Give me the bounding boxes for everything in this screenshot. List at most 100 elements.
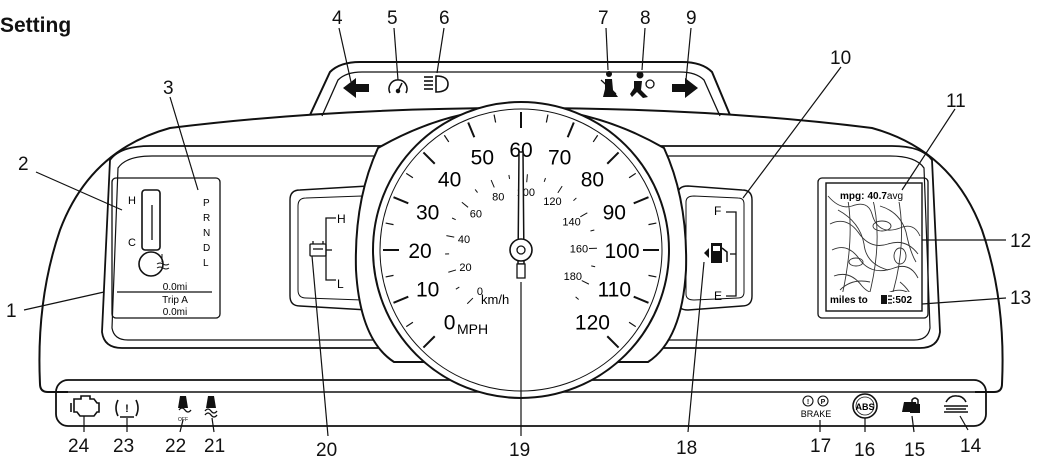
traction-control-off-icon: OFF [178,396,192,423]
gear-l: L [203,258,209,269]
mph-tick-label: 0 [444,311,456,334]
brake-warning-icon: ! P BRAKE [801,395,832,419]
kmh-tick [580,212,588,218]
mph-tick-label: 120 [575,311,610,334]
kmh-tick [557,185,563,194]
kmh-tick [490,179,495,188]
mph-tick-label: 30 [416,201,439,224]
range-banner [828,292,920,306]
security-lock-icon [902,397,920,413]
callout-9: 9 [686,8,697,29]
mph-tick [648,274,657,278]
leader-lines [23,27,1007,437]
mph-tick-label: 50 [471,147,494,170]
kmh-tick-label: 20 [459,262,471,274]
callout-3: 3 [163,78,174,99]
kmh-tick [591,265,596,268]
kmh-tick [590,229,595,232]
needle-hub-center [516,245,526,255]
fuel-empty-label: E [714,289,722,303]
kmh-tick-label: 120 [543,196,561,208]
kmh-tick [451,217,456,221]
gear-d: D [203,243,210,254]
range-value: :502 [892,295,912,306]
mph-tick [393,196,409,205]
mph-tick [628,321,637,328]
battery-high-label: H [337,212,346,226]
svg-text:!: ! [807,399,809,406]
kmh-tick-label: 40 [458,234,470,246]
range-label: miles to [830,295,868,306]
mph-unit-label: MPH [457,321,488,337]
gauge-panel-frame-inner [111,155,931,341]
callout-14: 14 [960,436,982,457]
top-telltale-pod [309,61,731,116]
mph-tick [467,122,476,138]
callout-24: 24 [68,436,90,457]
kmh-tick [508,174,511,179]
callout-22: 22 [165,436,186,457]
callout-8: 8 [640,8,651,29]
mph-tick-label: 80 [581,169,604,192]
vehicle-stability-icon [944,395,968,413]
callout-13: 13 [1010,288,1031,309]
kmh-tick-label: 140 [562,217,580,229]
map-artwork [827,189,921,303]
brake-label: BRAKE [801,409,832,419]
temp-low-label: C [128,237,136,249]
mph-tick [628,172,637,179]
kmh-tick [581,280,590,285]
temp-gauge-bar [141,189,161,251]
kmh-tick [474,189,478,193]
right-display [817,177,929,319]
mph-tick-label: 70 [548,147,571,170]
mph-tick [385,274,394,278]
message-center-screen [825,182,923,312]
mph-tick-label: 60 [509,139,532,162]
callout-11: 11 [946,91,966,112]
kmh-unit-label: km/h [481,292,509,307]
mph-tick [443,134,450,143]
page-title: Setting [0,14,72,37]
left-display [111,177,221,319]
kmh-tick [573,197,577,202]
kmh-tick-label: 60 [470,209,482,221]
mph-tick-label: 90 [603,201,626,224]
mph-tick [606,335,620,349]
mph-tick [566,122,575,138]
mph-tick [592,134,599,143]
svg-text:P: P [821,399,826,406]
speedometer-ticks [383,112,659,349]
callout-19: 19 [509,440,530,461]
mph-tick [545,114,549,123]
range-fuel-icon [881,295,892,304]
mph-tick [405,172,414,179]
kmh-tick-label: 180 [564,271,582,283]
callout-10: 10 [830,48,851,69]
fuel-gauge-scale [726,211,737,297]
top-telltale-pod-inner [321,71,721,117]
callout-1: 1 [6,301,17,322]
range-readout: miles to [830,295,868,306]
callout-17: 17 [810,436,831,457]
callout-21: 21 [204,436,225,457]
callout-6: 6 [439,8,450,29]
svg-text:!: ! [125,403,129,415]
gear-n: N [203,228,210,239]
right-turn-arrow-icon [672,78,698,98]
gear-p: P [203,198,210,209]
mph-tick [633,196,649,205]
abs-warning-icon: ABS [852,393,878,419]
fuel-gauge-housing-inner [685,195,745,301]
mph-tick [606,151,620,165]
gear-r: R [203,213,210,224]
battery-low-label: L [337,277,344,291]
callout-15: 15 [904,440,925,461]
kmh-tick [446,235,455,238]
odometer-value: 0.0mi [163,282,187,293]
kmh-tick [455,286,460,290]
tire-pressure-icon: ! [115,399,139,418]
seatbelt-warning-icon [600,71,618,97]
